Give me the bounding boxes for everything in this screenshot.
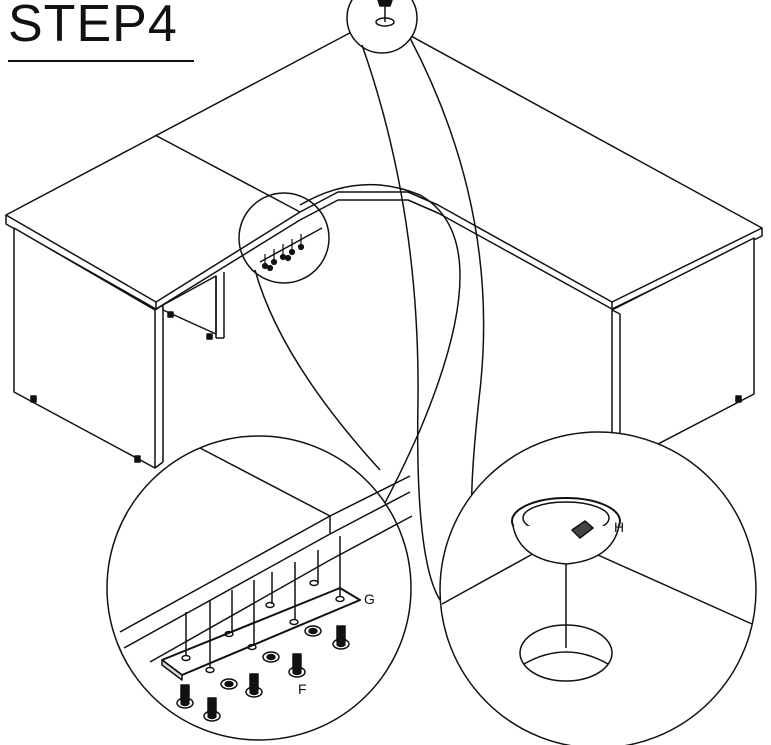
plate-holes xyxy=(181,536,345,674)
grommet-cap xyxy=(377,0,393,7)
leader-grommet-to-detail-2 xyxy=(409,37,485,516)
label-h: H xyxy=(614,519,624,535)
left-pedestal-foot xyxy=(30,395,37,403)
plate-detail: G F xyxy=(106,435,413,741)
support-foot-2 xyxy=(206,333,213,340)
screw xyxy=(262,651,280,663)
plate-small-line xyxy=(259,227,323,263)
left-pedestal-side-3 xyxy=(154,461,164,469)
screw xyxy=(203,697,221,722)
grommet-detail-circle xyxy=(439,431,757,745)
left-pedestal-side xyxy=(154,304,164,311)
desk-top xyxy=(5,17,763,303)
l-shaped-desk xyxy=(5,17,763,469)
grommet-detail: H xyxy=(439,431,757,745)
plate-detail-circle-small xyxy=(238,192,330,284)
screw xyxy=(288,653,306,678)
leader-grommet-to-detail xyxy=(361,44,441,601)
right-pedestal-side xyxy=(611,309,621,315)
screws xyxy=(176,625,350,722)
label-g: G xyxy=(364,591,375,607)
desk-top-seam xyxy=(154,134,301,213)
grommet-cable-slot xyxy=(571,520,594,539)
right-pedestal-foot-2 xyxy=(735,395,742,403)
grommet-location xyxy=(346,0,418,54)
label-f: F xyxy=(298,681,307,697)
screw xyxy=(176,684,194,709)
desktop-hole-inner xyxy=(523,651,609,665)
screw xyxy=(304,625,322,637)
left-pedestal-foot-2 xyxy=(134,455,141,463)
step-title-underline xyxy=(8,60,194,62)
connector-plate-thickness xyxy=(161,659,183,681)
screw xyxy=(245,673,263,698)
screw xyxy=(220,678,238,690)
plate-small-screws xyxy=(261,234,305,272)
leader-plate-to-detail-2 xyxy=(254,269,381,471)
desktop-hole xyxy=(519,624,613,682)
screw xyxy=(332,625,350,650)
detail-seam xyxy=(199,447,331,517)
support-foot xyxy=(167,311,174,318)
step-title: STEP4 xyxy=(8,0,178,53)
right-pedestal xyxy=(611,237,755,469)
plate-location xyxy=(238,192,330,284)
